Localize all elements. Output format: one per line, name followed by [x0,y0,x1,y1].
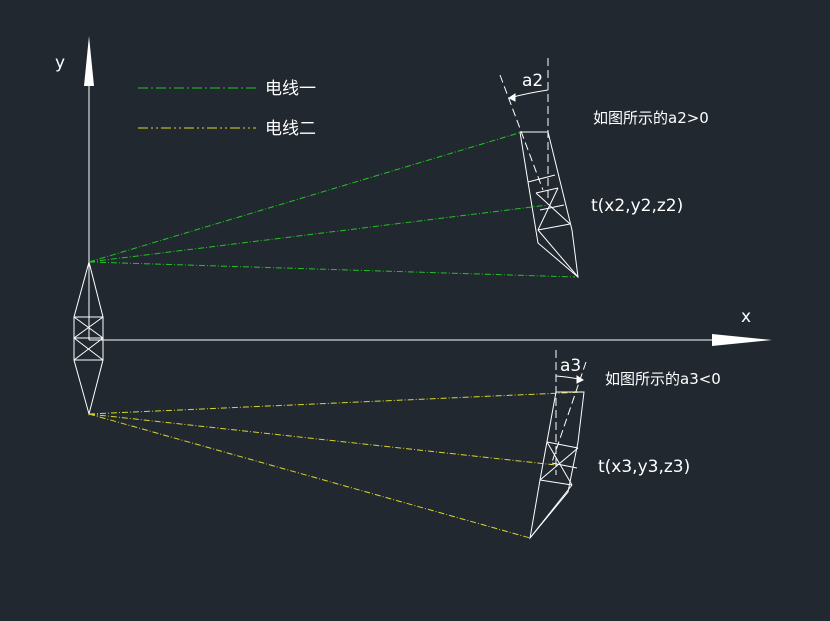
legend-label-wire-one: 电线一 [265,79,316,99]
y-axis-label: y [55,53,65,73]
top-tower-angle-label: a2 [522,71,543,91]
bottom-tower-note: 如图所示的a3<0 [605,370,721,388]
x-axis-label: x [741,307,751,327]
y-axis [84,36,94,340]
wire-two-lines [88,391,585,539]
x-axis [89,334,772,346]
wire-one-lines [88,131,576,278]
top-tower [519,131,579,279]
bottom-tower [529,391,585,540]
bottom-tower-point-label: t(x3,y3,z3) [598,457,690,477]
top-tower-point-label: t(x2,y2,z2) [591,196,683,216]
bottom-tower-angle-label: a3 [560,356,581,376]
top-tower-angle-marker [499,58,549,200]
legend: 电线一 电线二 [138,79,316,139]
top-tower-note: 如图所示的a2>0 [593,109,709,127]
bottom-tower-angle-marker [550,350,587,475]
legend-label-wire-two: 电线二 [265,119,316,139]
